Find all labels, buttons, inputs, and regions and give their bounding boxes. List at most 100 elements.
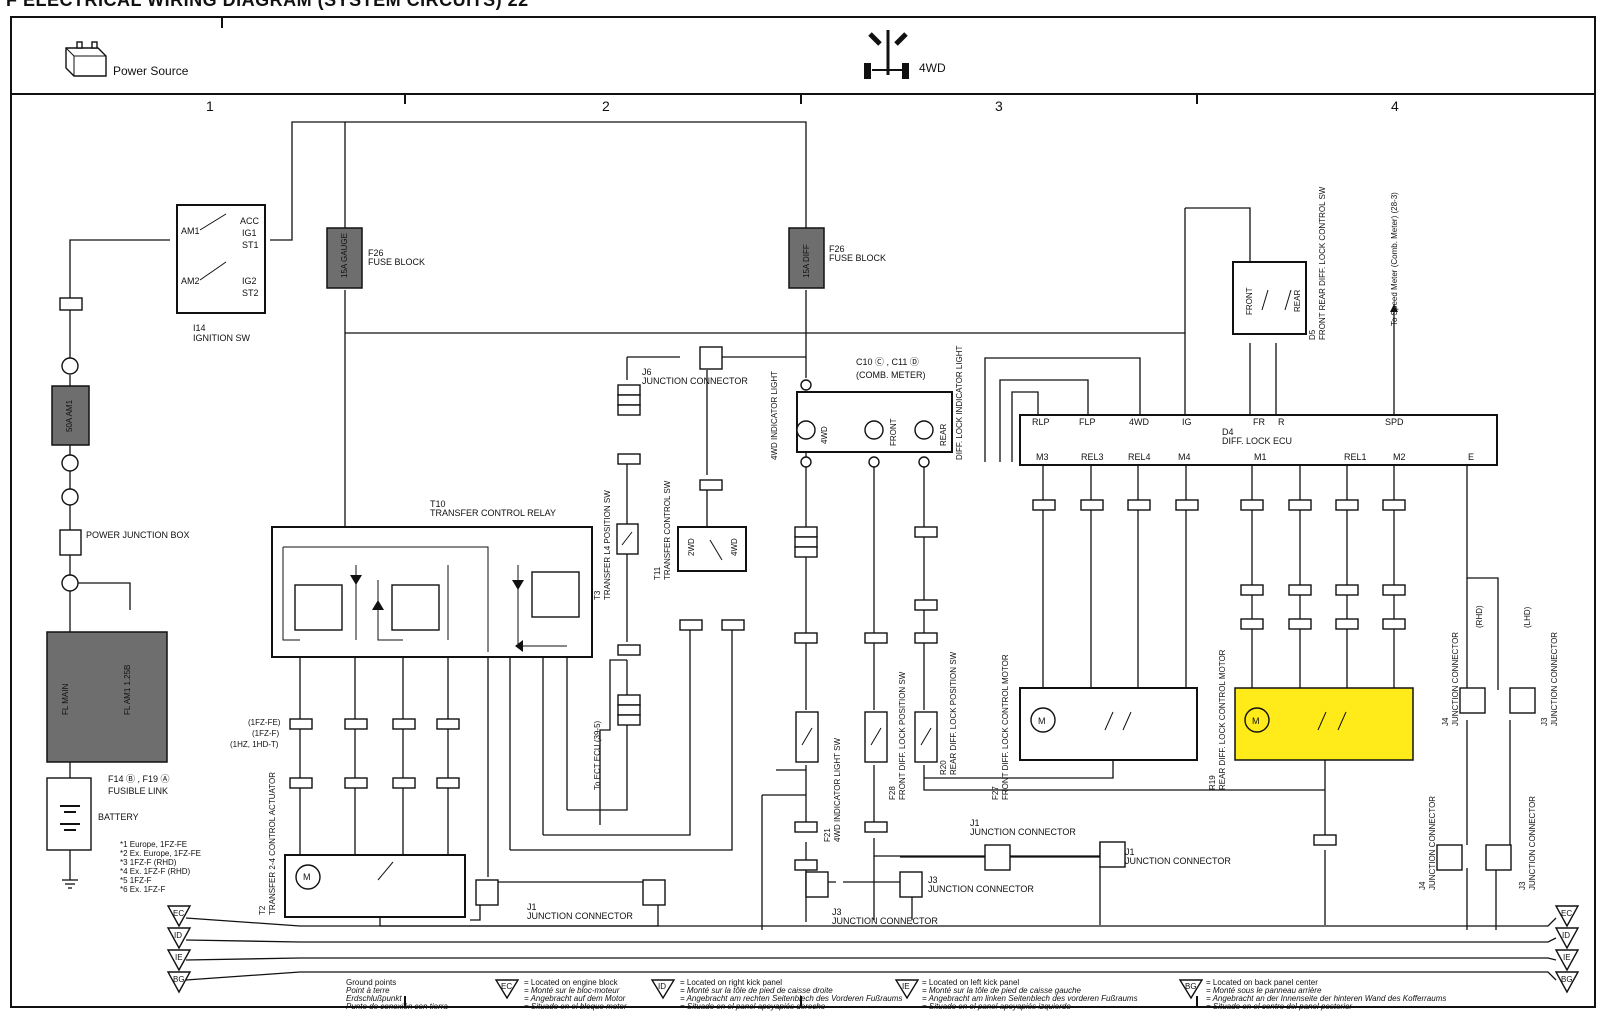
engine-variant-1: (1FZ-FE): [248, 718, 281, 727]
d5-rear: REAR: [1293, 290, 1302, 312]
lamp-front: FRONT: [889, 418, 898, 446]
ecu-term-rel3: REL3: [1081, 452, 1104, 462]
speedometer-label: To Speed Meter (Comb. Meter) (28-3): [1390, 192, 1399, 326]
variant-notes: *1 Europe, 1FZ-FE *2 Ex. Europe, 1FZ-FE …: [120, 840, 201, 894]
variant-note-4: *4 Ex. 1FZ-F (RHD): [120, 867, 191, 876]
ignition-ig2: IG2: [242, 276, 257, 286]
diff-indicator-label: DIFF. LOCK INDICATOR LIGHT: [955, 346, 964, 460]
ignition-name: IGNITION SW: [193, 333, 251, 343]
fuse-diff-name: FUSE BLOCK: [829, 253, 886, 263]
legend-ec-fr: = Monté sur le bloc-moteur: [524, 986, 620, 995]
fuse-am1-rating: 50A AM1: [65, 399, 74, 432]
ecu-term-e: E: [1468, 452, 1474, 462]
ecu-term-m1: M1: [1254, 452, 1267, 462]
j1-mid-code: J1: [970, 818, 980, 828]
legend-title-de: Erdschlußpunkt: [346, 994, 402, 1003]
ig-connector-stack: [617, 384, 641, 726]
r20-name: REAR DIFF. LOCK POSITION SW: [949, 651, 958, 775]
side-label-lhd: (LHD): [1523, 606, 1532, 628]
j1-bottom-code: J1: [527, 902, 537, 912]
battery-icon: [65, 41, 107, 77]
page-title: F ELECTRICAL WIRING DIAGRAM (SYSTEM CIRC…: [6, 0, 529, 10]
j6-code: J6: [642, 367, 652, 377]
power-source-label: Power Source: [113, 64, 189, 78]
connector-2-b: [61, 454, 79, 472]
ecu-term-rlp: RLP: [1032, 417, 1050, 427]
connector-2-a: [61, 357, 79, 375]
ground-points-right: EC ID IE BG: [1554, 905, 1580, 994]
variant-note-3: *3 1FZ-F (RHD): [120, 858, 177, 867]
diff-lock-control-switch: FRONT REAR FRONT REAR DIFF. LOCK CONTROL…: [1232, 186, 1327, 340]
t11-name: TRANSFER CONTROL SW: [663, 480, 672, 580]
j1-bottom-right: [642, 879, 666, 906]
ecu-term-4wd: 4WD: [1129, 417, 1150, 427]
ecu-term-r: R: [1278, 417, 1285, 427]
ignition-am1: AM1: [181, 226, 200, 236]
legend-ie-en: = Located on left kick panel: [922, 978, 1019, 987]
j1-mid-name: JUNCTION CONNECTOR: [970, 827, 1076, 837]
variant-note-2: *2 Ex. Europe, 1FZ-FE: [120, 849, 201, 858]
diagram-frame: [10, 16, 1596, 1008]
relay-name: TRANSFER CONTROL RELAY: [430, 508, 556, 518]
t3-code: T3: [593, 590, 602, 600]
j3-b-name: JUNCTION CONNECTOR: [928, 884, 1034, 894]
ground-right-id: ID: [1562, 931, 1570, 940]
transfer-actuator: M TRANSFER 2-4 CONTROL ACTUATOR T2: [258, 772, 466, 918]
ecu-term-flp: FLP: [1079, 417, 1096, 427]
ecu-term-rel4: REL4: [1128, 452, 1151, 462]
speedometer-arrow: [1390, 304, 1398, 312]
j3-a-box: [805, 871, 829, 898]
j1-right-name: JUNCTION CONNECTOR: [1125, 856, 1231, 866]
actuator-code: T2: [258, 905, 267, 915]
legend-id-en: = Located on right kick panel: [680, 978, 782, 987]
ground-left-id: ID: [174, 931, 182, 940]
actuator-label: TRANSFER 2-4 CONTROL ACTUATOR: [268, 772, 277, 915]
fusible-link: FL MAIN FL AM1 1.25B F14 Ⓑ , F19 Ⓐ FUSIB…: [46, 631, 170, 796]
j1-right-box: [1099, 841, 1126, 868]
j4-top-name: JUNCTION CONNECTOR: [1451, 632, 1460, 726]
t11-4wd: 4WD: [730, 538, 739, 556]
ignition-ig1: IG1: [242, 228, 257, 238]
front-diff-motor: M FRONT DIFF. LOCK CONTROL MOTOR F27: [991, 654, 1198, 800]
legend-title-en: Ground points: [346, 978, 396, 987]
ecu-code: D4: [1222, 427, 1234, 437]
j6-connector: [699, 346, 723, 370]
connector-th1-c: [721, 619, 745, 631]
legend-ec-de: = Angebracht auf dem Motor: [524, 994, 626, 1003]
rear-motor-icon: M: [1252, 716, 1260, 726]
f21-name: 4WD INDICATOR LIGHT SW: [833, 738, 842, 842]
legend-id-de: = Angebracht am rechten Seitenblech des …: [680, 994, 902, 1003]
legend-code-ie: IE: [902, 982, 910, 991]
wires: [69, 121, 1557, 981]
engine-variant-2: (1FZ-F): [252, 729, 279, 738]
connector-stack-col3: [794, 526, 938, 871]
j3-b-box: [899, 871, 923, 898]
connector-ea: [59, 297, 83, 311]
lamp-4wd: 4WD: [820, 426, 829, 444]
fusible-link-main: FL MAIN: [61, 684, 70, 715]
legend-bg-fr: = Monté sous le panneau arrière: [1206, 986, 1322, 995]
column-2: 2: [602, 98, 610, 114]
ecu-term-rel1: REL1: [1344, 452, 1367, 462]
r19-name: REAR DIFF. LOCK CONTROL MOTOR: [1218, 649, 1227, 790]
legend-code-id: ID: [658, 982, 666, 991]
connector-row-ig: [289, 718, 460, 789]
legend-bg-en: = Located on back panel center: [1206, 978, 1318, 987]
connector-th1-b: [679, 619, 703, 631]
j1-bottom-left: [475, 879, 499, 906]
j3-top-name: JUNCTION CONNECTOR: [1550, 632, 1559, 726]
ignition-st2: ST2: [242, 288, 259, 298]
legend-ie-de: = Angebracht am linken Seitenblech des v…: [922, 994, 1138, 1003]
legend-code-ec: EC: [501, 982, 512, 991]
f27-name: FRONT DIFF. LOCK CONTROL MOTOR: [1001, 654, 1010, 800]
ecu-name: DIFF. LOCK ECU: [1222, 436, 1292, 446]
battery-label: BATTERY: [98, 812, 139, 822]
ignition-am2: AM2: [181, 276, 200, 286]
j6-name: JUNCTION CONNECTOR: [642, 376, 748, 386]
legend-bg-es: = Situado en el centro del panel posteri…: [1206, 1002, 1352, 1011]
j3-bot-name: JUNCTION CONNECTOR: [1528, 796, 1537, 890]
j3-top-code: J3: [1540, 717, 1549, 726]
ignition-code: I14: [193, 323, 206, 333]
front-motor-icon: M: [1038, 716, 1046, 726]
j4-bot-code: J4: [1418, 881, 1427, 890]
